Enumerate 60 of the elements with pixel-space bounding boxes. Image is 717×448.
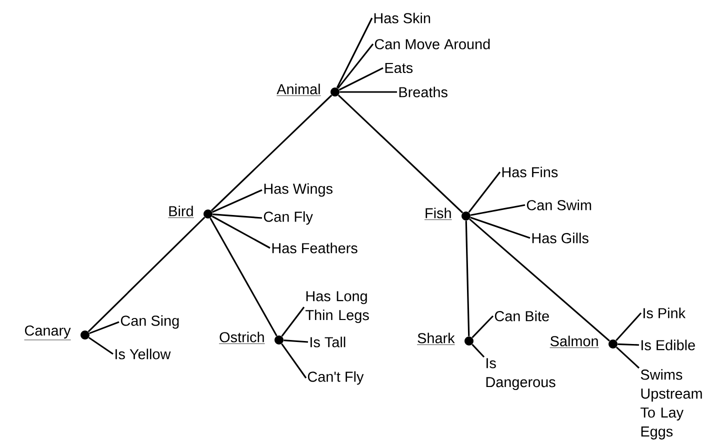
connector-line xyxy=(469,218,610,342)
property-label: Has Fins xyxy=(502,166,558,178)
property-label: Can Bite xyxy=(494,310,549,322)
concept-dot xyxy=(204,210,212,218)
property-label: Has Feathers xyxy=(272,242,358,254)
property-label: Is Yellow xyxy=(116,348,171,360)
connector-line xyxy=(470,204,526,216)
connector-line xyxy=(337,44,374,89)
connector-line xyxy=(338,67,384,91)
connector-line xyxy=(616,312,642,342)
property-label: Has Wings xyxy=(264,183,332,197)
connector-line xyxy=(210,218,278,336)
property-label: Can Move Around xyxy=(374,38,490,50)
property-label: Has Long Thin Legs xyxy=(306,291,369,324)
connector-line xyxy=(281,306,305,337)
property-label: Has Skin xyxy=(374,12,430,24)
concept-dot xyxy=(330,88,340,96)
connector-line xyxy=(470,216,530,239)
concept-dot xyxy=(464,336,474,346)
concept-dot xyxy=(462,212,470,220)
connector-line xyxy=(472,344,485,358)
connector-line xyxy=(88,336,114,355)
property-label: Can Fly xyxy=(264,211,313,225)
connector-line xyxy=(616,346,640,369)
connector-line xyxy=(336,18,373,88)
property-label: Is Edible xyxy=(642,340,695,350)
connector-line xyxy=(88,216,206,332)
connector-line xyxy=(281,343,307,378)
connector-line xyxy=(284,340,308,343)
property-label: Eats xyxy=(385,62,413,74)
connector-line xyxy=(210,94,332,212)
property-label: Swims Upstream To Lay Eggs xyxy=(640,369,702,440)
concept-dot xyxy=(274,336,284,344)
property-label: Can Swim xyxy=(526,200,592,210)
concept-label: Shark xyxy=(416,332,455,345)
concept-label: Fish xyxy=(424,208,452,220)
property-label: Is Dangerous xyxy=(486,358,556,390)
property-label: Has Gills xyxy=(532,232,588,244)
property-label: Is Tall xyxy=(310,336,346,348)
concept-dot xyxy=(608,340,618,348)
concept-label: Bird xyxy=(168,206,194,218)
connector-line xyxy=(465,220,470,336)
connector-line xyxy=(340,91,397,93)
concept-label: Canary xyxy=(24,325,72,340)
connector-line xyxy=(468,172,501,213)
concept-label: Salmon xyxy=(550,336,599,348)
concept-label: Ostrich xyxy=(218,332,265,344)
property-label: Breaths xyxy=(399,86,448,98)
property-label: Can Sing xyxy=(120,315,179,329)
concept-dot xyxy=(80,330,90,340)
connector-line xyxy=(338,94,464,214)
property-label: Is Pink xyxy=(644,308,686,318)
connector-line xyxy=(212,189,262,213)
connector-line xyxy=(618,343,640,346)
connector-line xyxy=(472,315,494,338)
connector-line xyxy=(212,214,262,219)
concept-label: Animal xyxy=(276,84,321,96)
property-label: Can't Fly xyxy=(308,371,364,385)
connector-line xyxy=(89,321,120,334)
connector-line xyxy=(212,216,270,249)
